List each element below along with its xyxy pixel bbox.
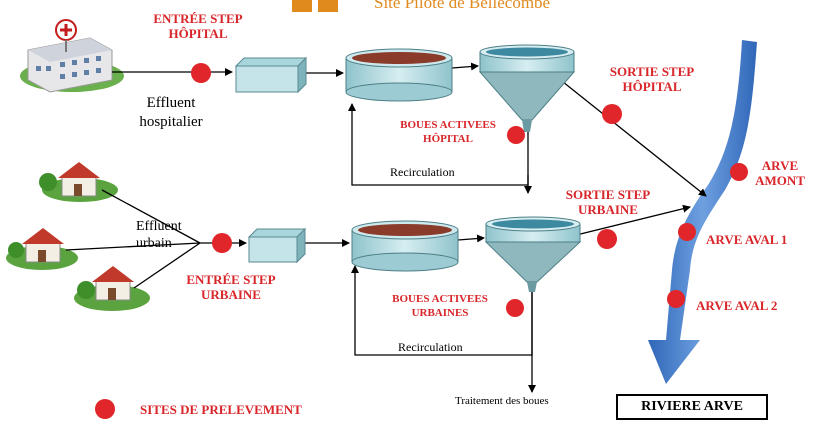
urban-pretreatment-box	[247, 227, 307, 264]
label-traitement-boues: Traitement des boues	[455, 395, 549, 407]
hospital-flow-lines	[112, 62, 707, 197]
hospital-clarifier	[478, 44, 576, 132]
label-boues-hopital: BOUES ACTIVEES HÔPITAL	[400, 119, 496, 145]
label-arve-aval-2: ARVE AVAL 2	[696, 298, 778, 313]
sampling-dot-entree-urbaine	[212, 233, 232, 253]
riviere-arve-box: RIVIERE ARVE	[616, 394, 768, 420]
title-square-icon	[292, 0, 312, 12]
hospital-aeration-tank	[345, 48, 453, 102]
sampling-dot-arve-aval-1	[678, 223, 696, 241]
sampling-dot-sortie-urbaine	[597, 229, 617, 249]
label-entree-urbaine: ENTRÉE STEP URBAINE	[186, 272, 276, 302]
house-icon	[6, 228, 78, 270]
label-arve-aval-1: ARVE AVAL 1	[706, 232, 788, 247]
label-arve-amont: ARVE AMONT	[755, 158, 805, 188]
urban-flow-lines	[200, 204, 691, 393]
label-sortie-hopital: SORTIE STEP HÔPITAL	[609, 64, 695, 94]
house-icon	[74, 266, 150, 311]
house-icon	[39, 162, 118, 202]
sampling-dot-boues-hopital	[507, 126, 525, 144]
urban-aeration-tank	[351, 220, 459, 272]
label-recirculation-urbaine: Recirculation	[398, 340, 463, 354]
sampling-dot-entree-hopital	[191, 63, 211, 83]
legend-dot	[95, 399, 115, 419]
label-effluent-urbain: Effluent urbain	[136, 219, 182, 251]
label-sortie-urbaine: SORTIE STEP URBAINE	[565, 187, 651, 217]
label-effluent-hospitalier: Effluent hospitalier	[139, 95, 203, 130]
label-boues-urbaines: BOUES ACTIVEES URBAINES	[392, 293, 488, 319]
title-square-icon	[318, 0, 338, 12]
label-recirculation-hopital: Recirculation	[390, 165, 455, 179]
hospital-building-icon	[20, 19, 124, 93]
label-entree-hopital: ENTRÉE STEP HÔPITAL	[153, 11, 243, 41]
hospital-pretreatment-box	[234, 56, 308, 94]
sampling-dot-arve-amont	[730, 163, 748, 181]
legend-label: SITES DE PRELEVEMENT	[140, 402, 302, 417]
urban-inflow-lines	[65, 189, 201, 289]
sampling-sites	[95, 63, 748, 419]
urban-clarifier	[484, 216, 582, 292]
sampling-dot-arve-aval-2	[667, 290, 685, 308]
sampling-dot-sortie-hopital	[602, 104, 622, 124]
page-title: Site Pilote de Bellecombe	[374, 0, 551, 12]
sampling-dot-boues-urbaines	[506, 299, 524, 317]
